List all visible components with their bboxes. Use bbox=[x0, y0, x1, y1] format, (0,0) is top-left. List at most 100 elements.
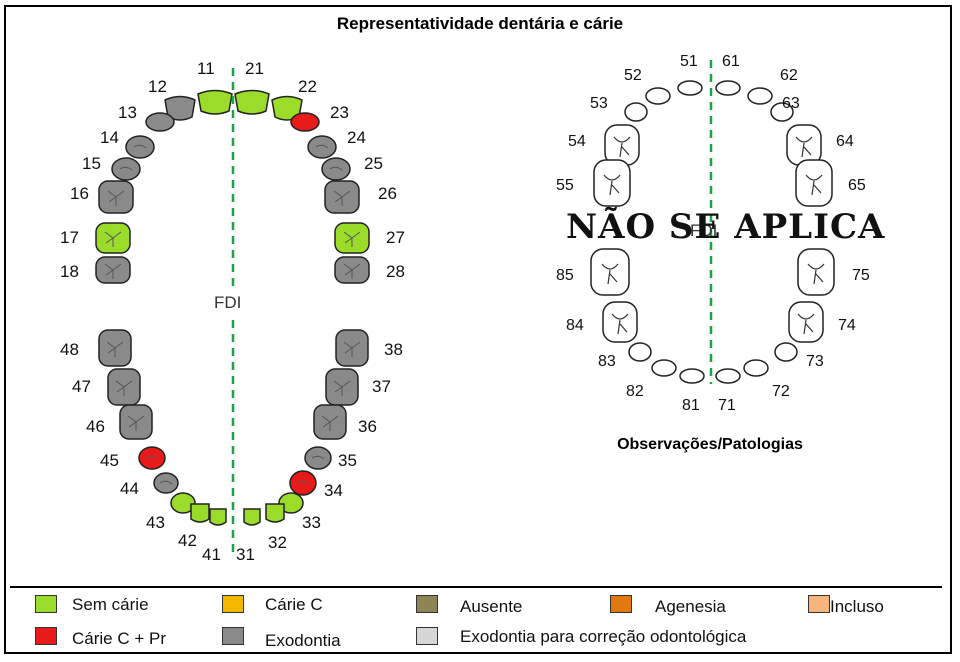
tooth-number-85: 85 bbox=[556, 267, 574, 284]
tooth-13 bbox=[145, 112, 175, 132]
tooth-42 bbox=[190, 503, 210, 523]
tooth-number-65: 65 bbox=[848, 177, 866, 194]
tooth-number-54: 54 bbox=[568, 133, 586, 150]
tooth-45 bbox=[138, 446, 166, 470]
legend-label-incluso: Incluso bbox=[830, 597, 884, 616]
tooth-number-81: 81 bbox=[682, 397, 700, 414]
tooth-81 bbox=[679, 368, 705, 384]
tooth-number-64: 64 bbox=[836, 133, 854, 150]
tooth-15 bbox=[111, 157, 141, 181]
tooth-15-groove bbox=[119, 166, 133, 171]
tooth-25 bbox=[321, 157, 351, 181]
tooth-44 bbox=[153, 472, 179, 494]
tooth-number-72: 72 bbox=[772, 383, 790, 400]
legend-divider bbox=[10, 586, 942, 660]
tooth-31 bbox=[243, 508, 261, 526]
tooth-number-43: 43 bbox=[146, 513, 165, 532]
tooth-14-groove bbox=[133, 144, 147, 149]
legend-label-carie-c-pr: Cárie C + Pr bbox=[72, 629, 166, 648]
legend-label-ausente: Ausente bbox=[460, 597, 523, 616]
tooth-17-groove bbox=[104, 231, 122, 247]
tooth-number-51: 51 bbox=[680, 53, 698, 70]
tooth-75-groove bbox=[807, 263, 825, 285]
tooth-number-52: 52 bbox=[624, 67, 642, 84]
tooth-number-35: 35 bbox=[338, 451, 357, 470]
tooth-number-73: 73 bbox=[806, 353, 824, 370]
tooth-43 bbox=[170, 492, 196, 514]
tooth-number-16: 16 bbox=[70, 184, 89, 203]
legend-swatch-sem-carie bbox=[35, 595, 57, 613]
tooth-number-44: 44 bbox=[120, 479, 139, 498]
tooth-number-22: 22 bbox=[298, 77, 317, 96]
tooth-46-groove bbox=[127, 415, 145, 431]
tooth-number-32: 32 bbox=[268, 533, 287, 552]
tooth-72 bbox=[743, 359, 769, 377]
tooth-24-groove bbox=[315, 144, 329, 149]
tooth-83 bbox=[628, 342, 652, 362]
tooth-45-groove bbox=[145, 455, 159, 460]
permanent-fdi-bg bbox=[210, 288, 254, 314]
tooth-35 bbox=[304, 446, 332, 470]
tooth-number-21: 21 bbox=[245, 59, 264, 78]
legend-label-exodontia-correcao: Exodontia para correção odontológica bbox=[460, 627, 747, 646]
tooth-number-31: 31 bbox=[236, 545, 255, 564]
tooth-26-groove bbox=[333, 190, 351, 206]
tooth-54-groove bbox=[613, 136, 631, 158]
legend-swatch-agenesia bbox=[610, 595, 632, 613]
tooth-number-17: 17 bbox=[60, 228, 79, 247]
tooth-number-33: 33 bbox=[302, 513, 321, 532]
legend-swatch-ausente bbox=[416, 595, 438, 613]
tooth-62 bbox=[747, 87, 773, 105]
tooth-number-34: 34 bbox=[324, 481, 343, 500]
tooth-number-38: 38 bbox=[384, 340, 403, 359]
tooth-number-46: 46 bbox=[86, 417, 105, 436]
tooth-38-groove bbox=[343, 341, 361, 357]
chart-frame bbox=[4, 5, 952, 654]
tooth-27-groove bbox=[343, 231, 361, 247]
tooth-number-62: 62 bbox=[780, 67, 798, 84]
tooth-number-28: 28 bbox=[386, 262, 405, 281]
tooth-84-groove bbox=[611, 313, 629, 335]
tooth-28-groove bbox=[343, 263, 361, 279]
tooth-number-14: 14 bbox=[100, 128, 119, 147]
tooth-number-13: 13 bbox=[118, 103, 137, 122]
tooth-61 bbox=[715, 80, 741, 96]
legend-swatch-incluso bbox=[808, 595, 830, 613]
tooth-53 bbox=[624, 102, 648, 122]
legend-label-carie-c: Cárie C bbox=[265, 595, 323, 614]
tooth-number-61: 61 bbox=[722, 53, 740, 70]
tooth-number-26: 26 bbox=[378, 184, 397, 203]
tooth-number-84: 84 bbox=[566, 317, 584, 334]
tooth-35-groove bbox=[311, 455, 325, 460]
tooth-55-groove bbox=[603, 174, 621, 196]
tooth-number-71: 71 bbox=[718, 397, 736, 414]
tooth-number-18: 18 bbox=[60, 262, 79, 281]
tooth-number-48: 48 bbox=[60, 340, 79, 359]
tooth-64-groove bbox=[795, 136, 813, 158]
tooth-number-42: 42 bbox=[178, 531, 197, 550]
tooth-number-27: 27 bbox=[386, 228, 405, 247]
tooth-73 bbox=[774, 342, 798, 362]
tooth-number-11: 11 bbox=[197, 59, 215, 78]
tooth-63 bbox=[770, 102, 794, 122]
tooth-number-47: 47 bbox=[72, 377, 91, 396]
tooth-number-53: 53 bbox=[590, 95, 608, 112]
tooth-33 bbox=[278, 492, 304, 514]
tooth-25-groove bbox=[329, 166, 343, 171]
tooth-number-55: 55 bbox=[556, 177, 574, 194]
legend-label-agenesia: Agenesia bbox=[655, 597, 726, 616]
deciduous-fdi-label: FDI bbox=[690, 221, 717, 240]
tooth-41 bbox=[209, 508, 227, 526]
tooth-14 bbox=[125, 135, 155, 159]
legend-swatch-exodontia bbox=[222, 627, 244, 645]
tooth-44-groove bbox=[159, 480, 173, 485]
tooth-47-groove bbox=[115, 380, 133, 396]
tooth-34 bbox=[289, 470, 317, 496]
tooth-18-groove bbox=[104, 263, 122, 279]
tooth-34-groove bbox=[296, 480, 310, 485]
tooth-36-groove bbox=[321, 415, 339, 431]
legend-swatch-exodontia-correcao bbox=[416, 627, 438, 645]
tooth-number-45: 45 bbox=[100, 451, 119, 470]
tooth-number-12: 12 bbox=[148, 77, 167, 96]
